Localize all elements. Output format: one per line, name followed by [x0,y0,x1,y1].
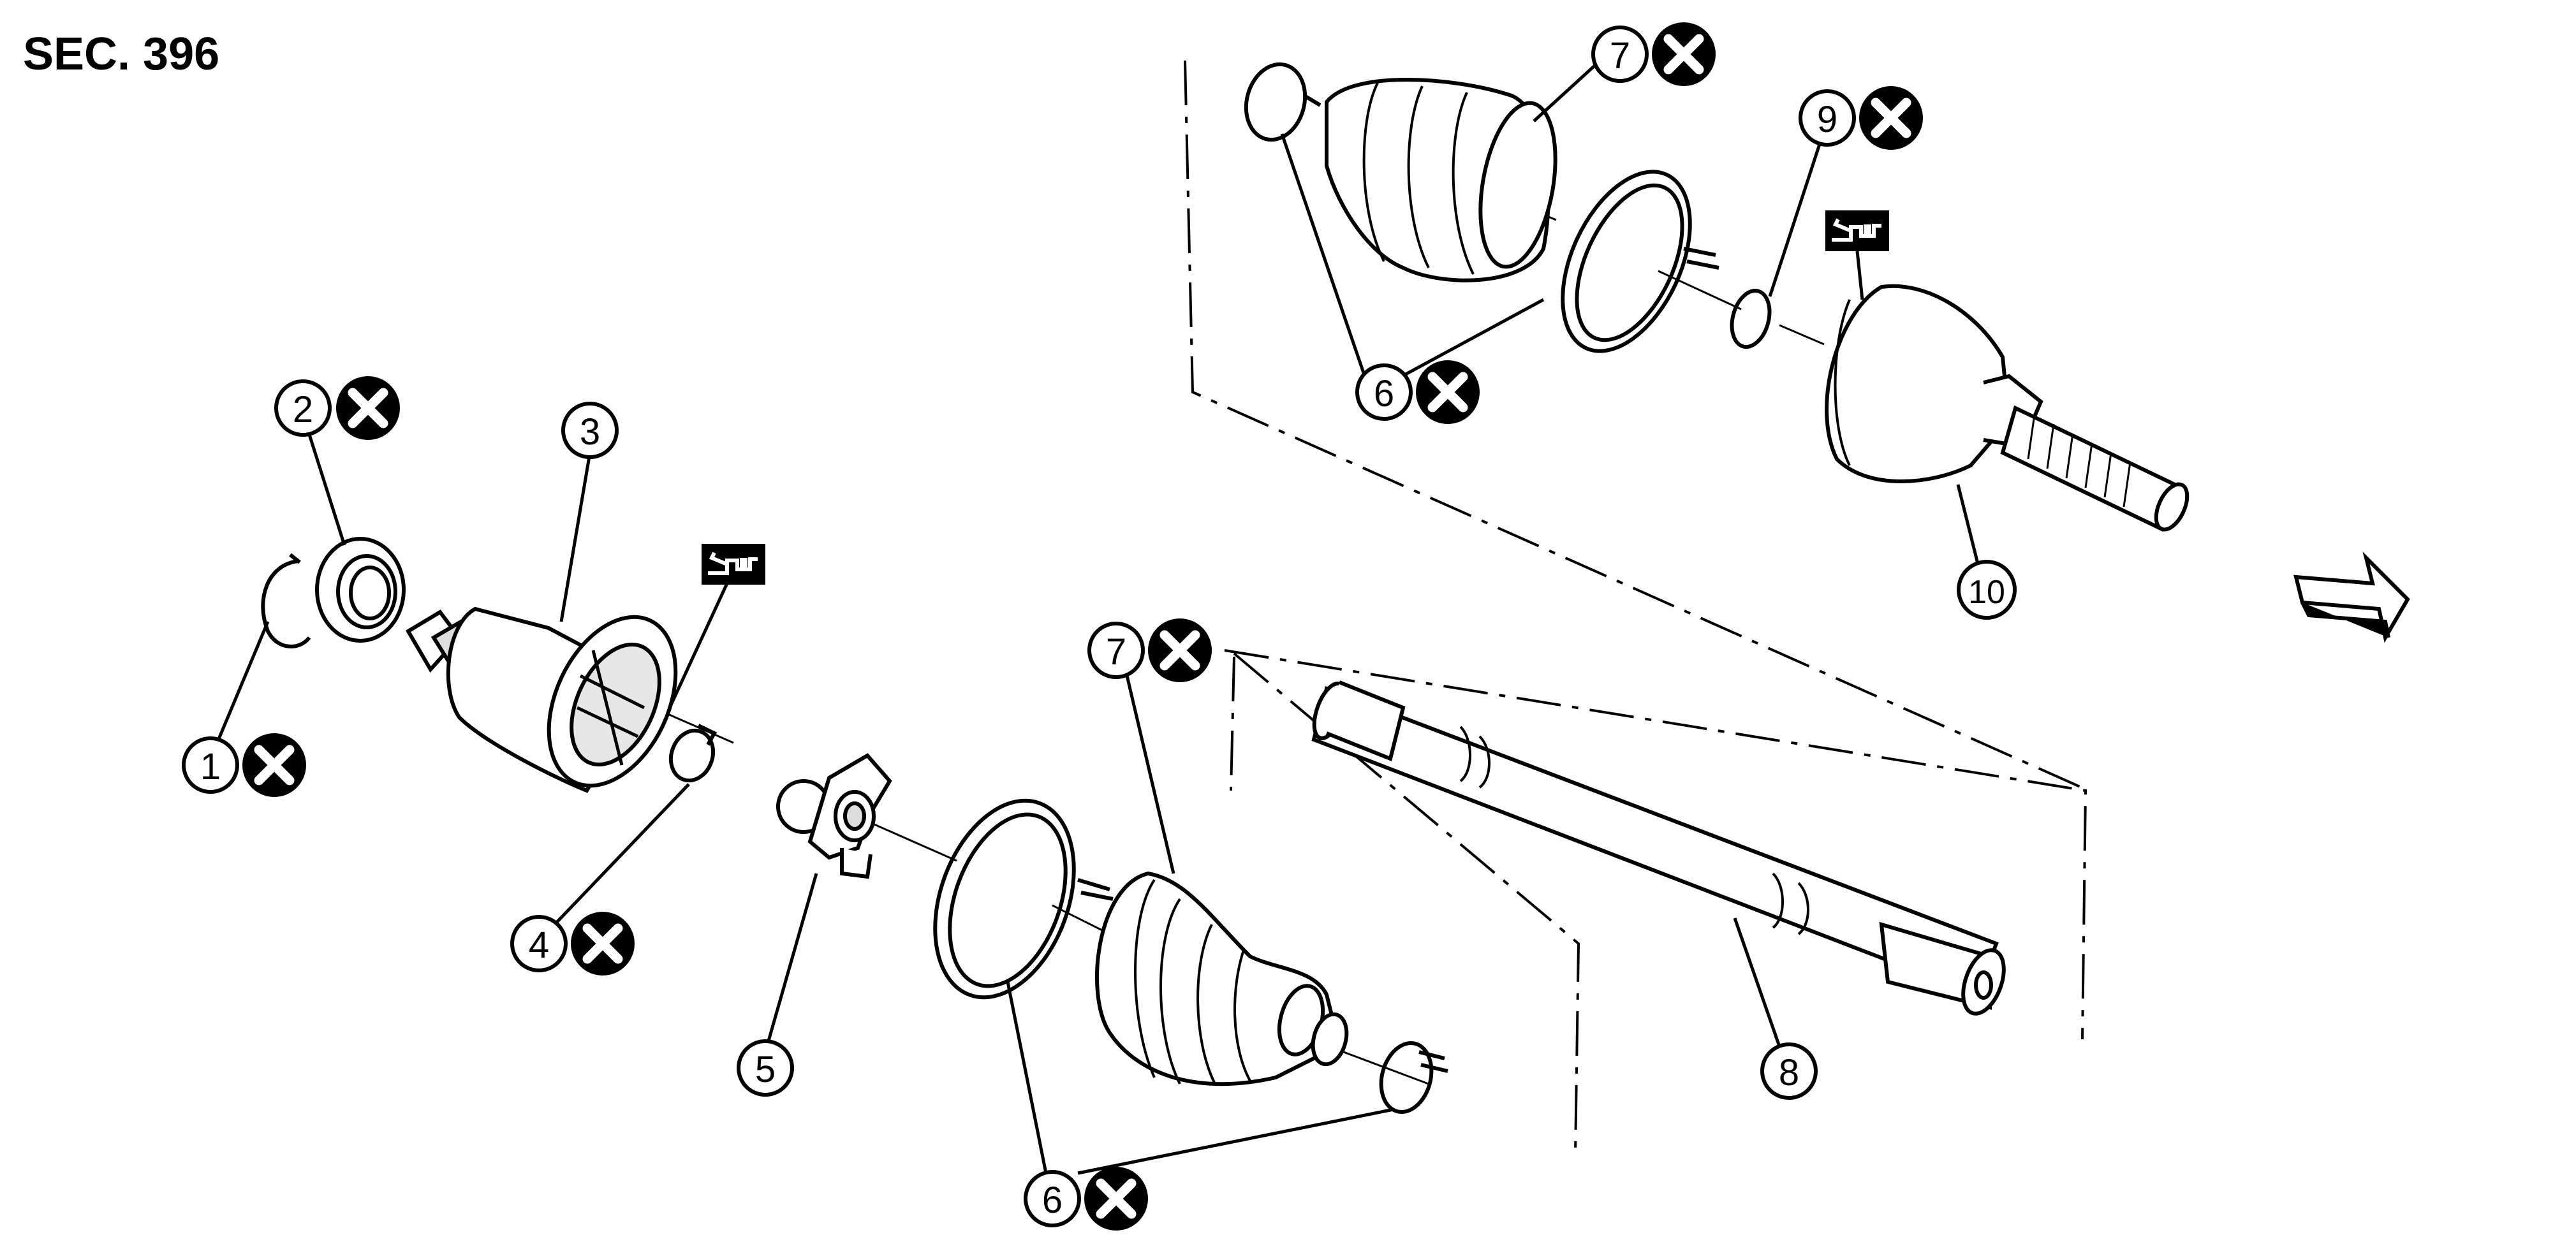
callout-9: 9 [1799,86,1923,150]
replace-x-icon [1084,1167,1148,1231]
section-label: SEC. 396 [23,29,220,80]
callout-number: 7 [1610,35,1630,77]
housing-part [405,606,678,793]
dust-shield-part [315,537,406,643]
boot-upper-part [1325,78,1557,282]
callout-number: 7 [1106,631,1126,673]
boot-band-upper-part [1561,170,1719,353]
replace-x-icon [1859,86,1923,150]
callout-number: 2 [293,389,313,430]
callout-6-upper: 6 [1355,360,1480,424]
shaft-part [1311,680,2006,1016]
callout-7-upper: 7 [1591,22,1716,86]
snap-ring-part [668,724,718,783]
leader-lines [209,53,1985,1175]
front-arrow-icon [2293,552,2410,643]
replace-x-icon [336,376,400,440]
replace-x-icon [1416,360,1480,424]
replace-x-icon [571,912,635,976]
grease-gun-icon [702,544,765,585]
callout-2: 2 [274,376,400,440]
callout-3: 3 [561,402,619,459]
callout-4: 4 [510,912,635,976]
callout-7-lower: 7 [1087,618,1212,682]
grease-gun-icon [1825,210,1889,251]
spider-assembly-part [776,753,892,879]
callout-1: 1 [182,733,306,797]
boot-band-lower-part [933,798,1114,1000]
boot-lower-part [1095,871,1349,1086]
callout-number: 4 [529,924,549,966]
circlip-part [261,553,311,648]
callout-5: 5 [737,1039,794,1097]
callout-number: 8 [1779,1052,1799,1093]
callout-8: 8 [1760,1042,1818,1100]
callout-number: 6 [1042,1180,1063,1221]
boot-band-small-lower-part [1379,1041,1448,1114]
replace-x-icon [1652,22,1716,86]
callout-number: 10 [1968,574,2005,611]
joint-sub-assembly-part [1825,284,2190,532]
circular-clip-part [1730,288,1772,349]
callout-6-lower: 6 [1024,1167,1148,1231]
boot-band-small-upper-part [1244,62,1321,142]
callout-number: 3 [580,411,600,453]
callout-number: 5 [755,1049,776,1090]
replace-x-icon [242,733,306,797]
callout-10: 10 [1957,560,2017,620]
callout-number: 6 [1374,373,1394,414]
callout-number: 9 [1817,99,1837,140]
replace-x-icon [1148,618,1212,682]
callout-number: 1 [200,746,221,787]
